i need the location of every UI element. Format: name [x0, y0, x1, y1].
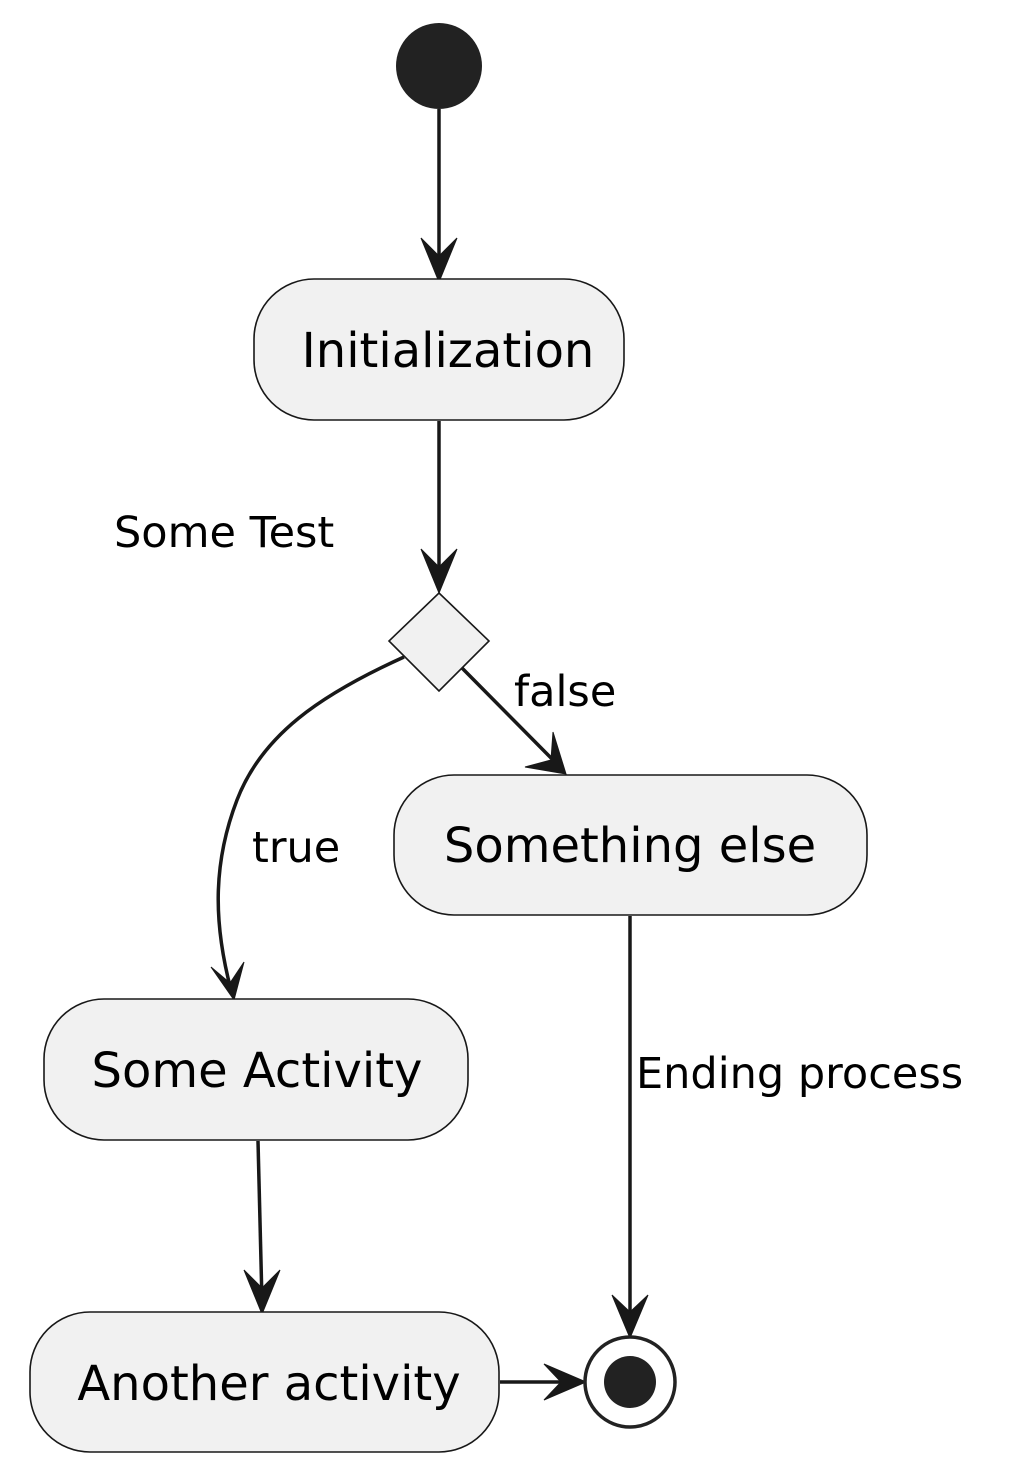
- node-initialization: Initialization: [253, 278, 625, 421]
- ending-process-label: Ending process: [636, 1049, 963, 1099]
- node-another-activity-label: Another activity: [77, 1356, 460, 1412]
- node-some-activity-label: Some Activity: [92, 1043, 423, 1099]
- edge-false-branch: [460, 666, 567, 775]
- edge-initialization-to-decision: [420, 421, 458, 595]
- edge-start-to-initialization: [420, 109, 458, 284]
- node-another-activity: Another activity: [29, 1311, 500, 1453]
- edge-another-to-end: [500, 1363, 588, 1401]
- decision-diamond: [387, 591, 491, 693]
- start-node: [396, 23, 482, 109]
- end-node: [583, 1335, 677, 1429]
- node-something-else: Something else: [393, 774, 868, 916]
- node-something-else-label: Something else: [444, 818, 816, 874]
- node-some-activity: Some Activity: [43, 998, 469, 1141]
- edge-true-branch: [210, 655, 405, 1002]
- true-label: true: [252, 823, 340, 873]
- edge-ending-process: [611, 916, 649, 1340]
- false-label: false: [514, 667, 616, 717]
- edge-some-to-another: [243, 1140, 281, 1316]
- node-initialization-label: Initialization: [302, 323, 595, 379]
- decision-label: Some Test: [114, 508, 334, 558]
